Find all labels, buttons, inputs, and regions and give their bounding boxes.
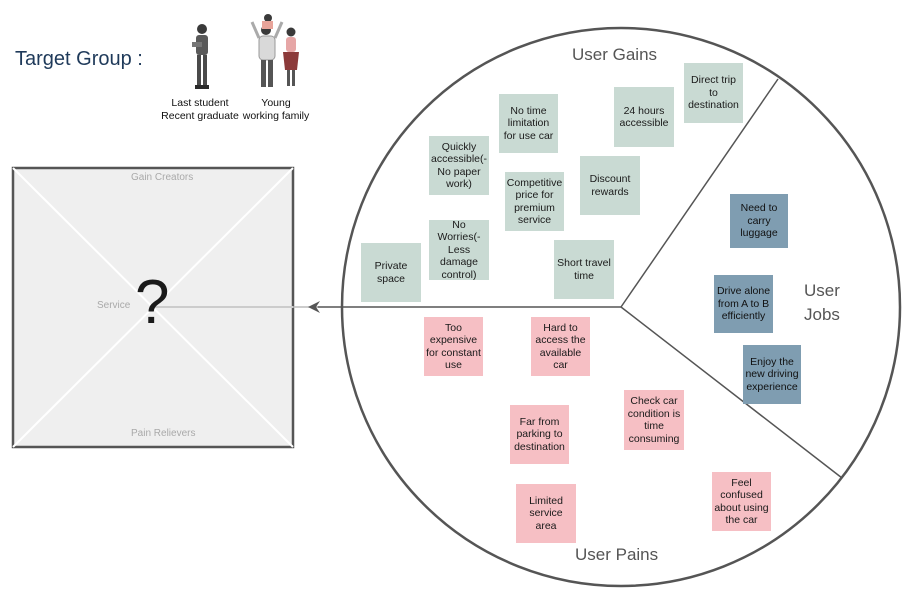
pain-note: Check car condition is time consuming (624, 390, 684, 450)
persona-label-line: Recent graduate (161, 109, 239, 122)
user-jobs-label-line: User (804, 281, 840, 300)
gain-note: Quickly accessible(- No paper work) (429, 136, 489, 195)
target-group-title: Target Group : (15, 48, 143, 70)
pain-note: Too expensive for constant use (424, 317, 483, 376)
pain-note: Hard to access the available car (531, 317, 590, 376)
gain-note: Discount rewards (580, 156, 640, 215)
service-question-mark: ? (135, 268, 170, 337)
user-pains-label: User Pains (575, 545, 659, 564)
gain-note: 24 hours accessible (614, 87, 674, 147)
persona-label-line: working family (242, 109, 310, 122)
gain-note: No time limitation for use car (499, 94, 558, 153)
gain-note: Private space (361, 243, 421, 302)
divider-jobs-pains (620, 306, 843, 479)
persona-label-family: Young working family (238, 97, 314, 122)
pain-relievers-label: Pain Relievers (131, 428, 196, 439)
gain-note: Direct trip to destination (684, 63, 743, 123)
service-label: Service (97, 300, 131, 311)
user-jobs-label-line: Jobs (804, 305, 840, 324)
job-note: Drive alone from A to B efficiently (714, 275, 773, 333)
persona-label-line: Last student (171, 97, 229, 109)
user-gains-label: User Gains (572, 45, 658, 64)
pain-note: Limited service area (516, 484, 576, 543)
job-note: Need to carry luggage (730, 194, 788, 248)
gain-creators-label: Gain Creators (131, 172, 194, 183)
family-people-icon (250, 14, 299, 87)
pain-note: Feel confused about using the car (712, 472, 771, 531)
divider-gains-jobs (620, 78, 779, 308)
persona-label-line: Young (261, 97, 291, 109)
job-note: Enjoy the new driving experience (743, 345, 801, 404)
gain-note: No Worries(- Less damage control) (429, 219, 489, 281)
persona-label-student: Last student Recent graduate (158, 97, 242, 122)
pain-note: Far from parking to destination (510, 405, 569, 464)
student-person-icon (192, 24, 209, 89)
user-jobs-label: User Jobs (804, 279, 840, 327)
gain-note: Competitive price for premium service (505, 172, 564, 231)
fit-arrow-head (308, 301, 320, 313)
gain-note: Short travel time (554, 240, 614, 299)
